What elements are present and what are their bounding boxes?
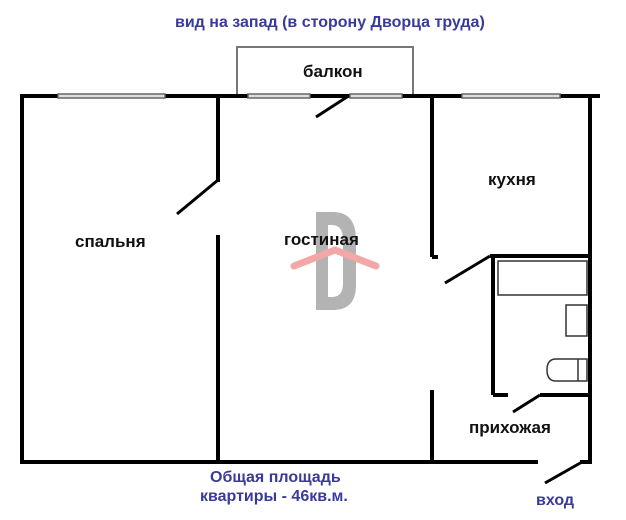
balcony-door — [315, 93, 351, 119]
toilet-icon — [546, 358, 588, 382]
bathtub-icon — [497, 260, 588, 296]
room-label-balcony: балкон — [303, 62, 363, 81]
doors — [176, 93, 583, 485]
area-label-line1: Общая площадь — [210, 469, 341, 486]
entrance-label: вход — [536, 492, 575, 509]
walls — [20, 94, 600, 464]
entrance-door — [544, 460, 583, 485]
area-label-line2: квартиры - 46кв.м. — [200, 488, 348, 505]
room-label-kitchen: кухня — [488, 170, 536, 189]
room-label-hallway: прихожая — [469, 418, 551, 437]
windows — [57, 93, 561, 99]
room-label-bedroom: спальня — [75, 232, 146, 251]
bedroom-door — [176, 178, 219, 216]
kitchen-door — [444, 254, 491, 285]
bathroom-door — [512, 393, 541, 414]
orientation-title: вид на запад (в сторону Дворца труда) — [175, 14, 485, 31]
watermark-logo — [290, 212, 380, 310]
sink-icon — [565, 304, 588, 337]
room-label-living-room: гостиная — [284, 230, 359, 249]
